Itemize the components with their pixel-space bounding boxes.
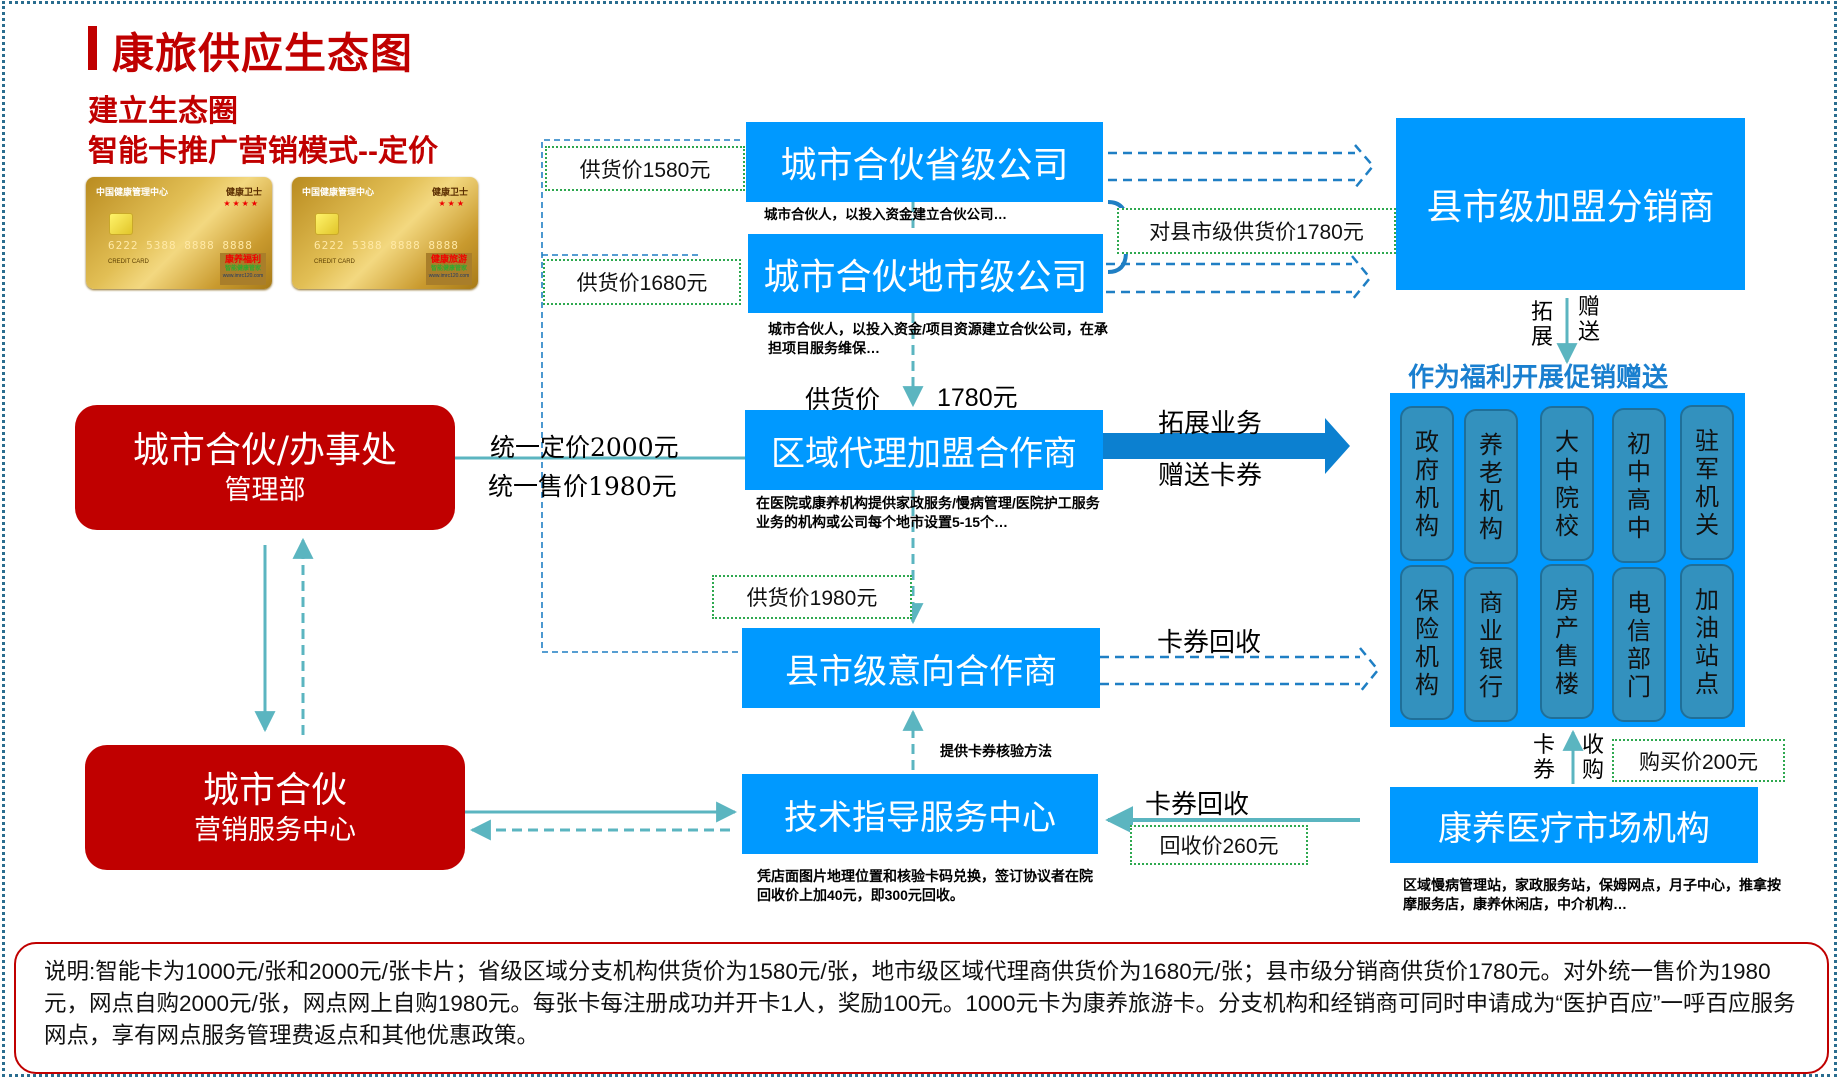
medical-market-desc: 区域慢病管理站，家政服务站，保姆网点，月子中心，推拿按摩服务店，康养休闲店，中介… [1403, 877, 1781, 912]
node-county-distributor[interactable]: 县市级加盟分销商 [1396, 118, 1745, 290]
gift-vertical-label: 赠送 [1577, 295, 1600, 345]
card-chip-icon [315, 213, 339, 235]
card-url: www.imrc120.com [428, 273, 470, 279]
node-provincial-company[interactable]: 城市合伙省级公司 [746, 122, 1103, 202]
org-tile[interactable]: 商业银行 [1464, 567, 1518, 722]
marketing-center-subtitle: 营销服务中心 [194, 814, 356, 846]
unified-fixed-price: 统一定价2000元 [490, 433, 679, 462]
card-org: 中国健康管理中心 [96, 187, 169, 197]
expand-business-label: 拓展业务 [1158, 409, 1263, 439]
card-tag-sub: 智能健康管家 [224, 266, 261, 272]
tech-center-desc: 凭店面图片地理位置和核验卡码兑换，签订协议者在院回收价上加40元，即300元回收… [757, 868, 1093, 903]
welfare-heading: 作为福利开展促销赠送 [1408, 362, 1669, 392]
card-tag-title: 康养福利 [224, 254, 261, 264]
subtitle-ecosystem: 建立生态圈 [88, 95, 238, 128]
price-box-recycle-260: 回收价260元 [1130, 825, 1308, 865]
regional-agent-desc: 在医院或康养机构提供家政服务/慢病管理/医院护工服务业务的机构或公司每个地市设置… [756, 495, 1100, 530]
provide-verification-label: 提供卡券核验方法 [940, 743, 1052, 759]
card-tag-sub: 智能健康管家 [430, 266, 467, 272]
org-tile[interactable]: 初中高中 [1612, 408, 1666, 563]
page-title: 康旅供应生态图 [112, 30, 414, 77]
card-stars: ★★★★ [223, 199, 260, 208]
org-tile[interactable]: 大中院校 [1540, 406, 1594, 561]
card-type: CREDIT CARD [314, 259, 355, 265]
org-label: 初中高中 [1627, 429, 1651, 542]
price-box-county-1780: 对县市级供货价1780元 [1117, 208, 1396, 254]
smart-card-welfare: 中国健康管理中心 健康卫士 ★★★★ 6222 5388 8888 8888 C… [86, 177, 272, 289]
node-medical-market[interactable]: 康养医疗市场机构 [1390, 787, 1758, 863]
org-label: 大中院校 [1555, 427, 1579, 540]
org-label: 政府机构 [1415, 427, 1439, 540]
org-label: 商业银行 [1479, 588, 1503, 701]
provincial-desc: 城市合伙人，以投入资金建立合伙公司… [764, 207, 1007, 222]
buy-vertical-label: 收购 [1581, 733, 1604, 783]
gift-coupons-label: 赠送卡券 [1158, 461, 1263, 491]
explanation-note: 说明:智能卡为1000元/张和2000元/张卡片；省级区域分支机构供货价为158… [14, 942, 1829, 1074]
card-type: CREDIT CARD [108, 259, 149, 265]
city-office-subtitle: 管理部 [224, 474, 306, 506]
coupon-recycle-label-top: 卡券回收 [1157, 628, 1262, 658]
coupon-recycle-label-bottom: 卡券回收 [1145, 790, 1250, 820]
card-chip-icon [109, 213, 133, 235]
card-vertical-label: 卡券 [1532, 733, 1555, 783]
subtitle-pricing-model: 智能卡推广营销模式--定价 [88, 135, 438, 168]
org-tile[interactable]: 加油站点 [1680, 564, 1734, 719]
welfare-org-panel: 政府机构 养老机构 大中院校 初中高中 驻军机关 保险机构 商业银行 房产售楼 … [1390, 397, 1745, 727]
org-tile[interactable]: 房产售楼 [1540, 564, 1594, 719]
price-box-1580: 供货价1580元 [545, 146, 745, 191]
card-brand-logo: 健康卫士 [225, 187, 262, 197]
card-tag: 康养福利 智能健康管家 www.imrc120.com [220, 253, 266, 285]
card-tag: 健康旅游 智能健康管家 www.imrc120.com [426, 253, 472, 285]
org-label: 房产售楼 [1555, 585, 1579, 698]
regional-supply-price-label: 供货价 [805, 385, 881, 414]
price-box-1680: 供货价1680元 [543, 259, 741, 305]
org-tile[interactable]: 电信部门 [1612, 567, 1666, 722]
regional-supply-price-value: 1780元 [937, 384, 1018, 412]
unified-sale-price: 统一售价1980元 [488, 472, 677, 501]
org-label: 电信部门 [1627, 588, 1651, 701]
org-tile[interactable]: 政府机构 [1400, 406, 1454, 561]
municipal-desc: 城市合伙人，以投入资金/项目资源建立合伙公司，在承担项目服务维保… [768, 321, 1108, 356]
card-number: 6222 5388 8888 8888 [108, 239, 253, 252]
org-tile[interactable]: 养老机构 [1464, 409, 1518, 564]
node-tech-service-center[interactable]: 技术指导服务中心 [742, 774, 1098, 854]
org-label: 保险机构 [1415, 586, 1439, 699]
node-city-office[interactable]: 城市合伙/办事处 管理部 [75, 405, 455, 530]
org-label: 驻军机关 [1695, 426, 1719, 539]
card-number: 6222 5388 8888 8888 [314, 239, 459, 252]
org-tile[interactable]: 保险机构 [1400, 565, 1454, 720]
card-org: 中国健康管理中心 [302, 187, 375, 197]
node-marketing-center[interactable]: 城市合伙 营销服务中心 [85, 745, 465, 870]
org-tile[interactable]: 驻军机关 [1680, 405, 1734, 560]
smart-card-travel: 中国健康管理中心 健康卫士 ★★★ 6222 5388 8888 8888 CR… [292, 177, 478, 289]
price-box-buy-200: 购买价200元 [1612, 739, 1785, 782]
expand-vertical-label: 拓展 [1530, 300, 1553, 350]
org-label: 加油站点 [1695, 585, 1719, 698]
city-office-title: 城市合伙/办事处 [132, 429, 398, 471]
card-tag-title: 健康旅游 [430, 254, 467, 264]
title-accent-bar [88, 26, 97, 70]
card-url: www.imrc120.com [222, 273, 264, 279]
node-county-partner[interactable]: 县市级意向合作商 [742, 628, 1100, 708]
node-municipal-company[interactable]: 城市合伙地市级公司 [748, 234, 1103, 313]
price-box-1980: 供货价1980元 [712, 575, 912, 619]
marketing-center-title: 城市合伙 [202, 769, 347, 811]
org-label: 养老机构 [1479, 430, 1503, 543]
node-regional-agent[interactable]: 区域代理加盟合作商 [745, 410, 1103, 490]
card-brand-logo: 健康卫士 [431, 187, 468, 197]
card-stars: ★★★ [438, 199, 466, 208]
